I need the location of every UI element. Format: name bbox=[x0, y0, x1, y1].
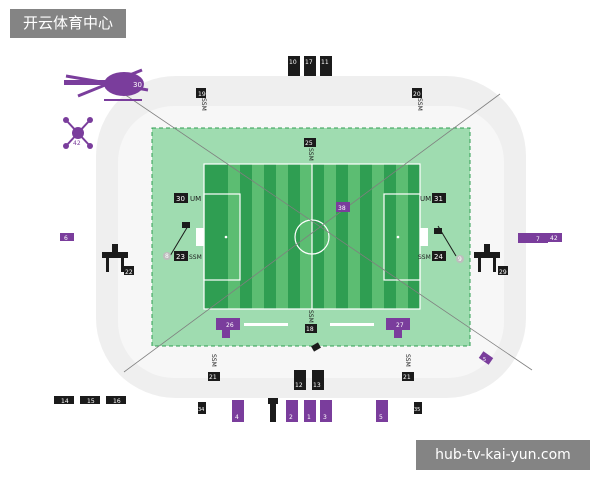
center-top-ssm-camera-icon: 25 SSM bbox=[304, 138, 316, 161]
top-right-ssm-tag: SSM bbox=[416, 98, 423, 111]
bottom-purple-label-1: 2 bbox=[289, 414, 293, 421]
rail-left bbox=[244, 323, 288, 326]
pitch bbox=[196, 163, 428, 310]
bottom-small-black-cameras: 34 35 bbox=[198, 398, 422, 422]
drone-icon: 42 bbox=[63, 117, 93, 149]
top-right-ssm-camera-icon: 20 SSM bbox=[412, 88, 423, 111]
bottom-black-small-label-1: 35 bbox=[414, 407, 420, 413]
bottom-left-row-label-2: 16 bbox=[113, 398, 121, 405]
left-goal-camera-icon: 8 bbox=[163, 222, 190, 260]
bottom-center-pair-label-0: 12 bbox=[295, 382, 303, 389]
right-side-camera-icon: 7 42 bbox=[518, 233, 562, 243]
left-side-camera-icon: 6 bbox=[60, 233, 74, 242]
top-group-label-2: 11 bbox=[321, 59, 329, 66]
left-ssm-tag: SSM bbox=[189, 254, 202, 261]
diagonal-line bbox=[123, 93, 533, 371]
center-top-ssm-tag: SSM bbox=[307, 148, 314, 161]
left-um-camera-icon: 30 UM bbox=[174, 193, 201, 203]
drone-label: 42 bbox=[73, 140, 81, 147]
helicopter-label: 30 bbox=[133, 81, 142, 89]
bottom-center-camera-pair-icon: 12 13 bbox=[294, 370, 324, 390]
right-goal-camera-icon: 9 bbox=[434, 225, 464, 263]
top-group-label-1: 17 bbox=[305, 59, 313, 66]
bottom-left-ssm-tag: SSM bbox=[210, 354, 217, 367]
bottom-purple-label-2: 1 bbox=[307, 414, 311, 421]
left-tower-camera-icon: 22 bbox=[102, 244, 134, 276]
center-bottom-ssm-label: 18 bbox=[306, 326, 314, 333]
bottom-left-row-label-1: 15 bbox=[87, 398, 95, 405]
diagonal-line bbox=[123, 93, 501, 373]
right-um-camera-icon: UM 31 bbox=[420, 193, 446, 203]
center-camera-label: 38 bbox=[338, 205, 346, 212]
bottom-black-small-label-0: 34 bbox=[198, 407, 204, 413]
left-rail-camera-label: 26 bbox=[226, 322, 234, 329]
left-rail-camera-icon: 26 bbox=[216, 318, 240, 338]
right-um-tag: UM bbox=[420, 195, 431, 203]
bottom-left-row-label-0: 14 bbox=[61, 398, 69, 405]
center-bottom-ssm-tag: SSM bbox=[307, 310, 314, 323]
corner-camera-icon: 5 bbox=[478, 351, 494, 365]
right-rail-camera-label: 27 bbox=[396, 322, 404, 329]
bottom-center-pair-label-1: 13 bbox=[313, 382, 321, 389]
helicopter-icon: 30 bbox=[64, 68, 149, 101]
right-um-label: 31 bbox=[434, 195, 443, 203]
left-tower-label: 22 bbox=[125, 269, 133, 276]
bottom-right-ssm-tag: SSM bbox=[404, 354, 411, 367]
right-tower-label: 29 bbox=[499, 269, 507, 276]
top-camera-group-icon: 10 17 11 bbox=[288, 56, 332, 76]
bottom-right-ssm-camera-icon: SSM 21 bbox=[402, 354, 414, 381]
right-rail-camera-icon: 27 bbox=[386, 318, 410, 338]
watermark-top: 开云体育中心 bbox=[10, 9, 126, 38]
left-goal-camera-label: 8 bbox=[165, 253, 169, 260]
bottom-right-ssm-label: 21 bbox=[403, 374, 411, 381]
top-right-ssm-label: 20 bbox=[413, 91, 421, 98]
right-tower-camera-icon: 29 bbox=[474, 244, 508, 276]
right-side-camera-label: 7 bbox=[536, 236, 540, 243]
top-left-ssm-label: 19 bbox=[198, 91, 206, 98]
right-ssm-label: 24 bbox=[434, 253, 443, 261]
right-ssm-camera-icon: SSM 24 bbox=[418, 251, 446, 261]
corner-camera-label: 5 bbox=[483, 357, 486, 363]
center-bottom-ssm-camera-icon: SSM 18 bbox=[305, 310, 321, 352]
bottom-purple-label-0: 4 bbox=[235, 414, 239, 421]
right-goal-camera-label: 9 bbox=[458, 256, 462, 263]
bottom-purple-camera-row: 4 2 1 3 5 bbox=[232, 400, 388, 422]
bottom-left-ssm-camera-icon: SSM 21 bbox=[208, 354, 220, 381]
top-group-label-0: 10 bbox=[289, 59, 297, 66]
bottom-left-camera-row: 14 15 16 bbox=[54, 396, 126, 405]
bottom-purple-label-3: 3 bbox=[323, 414, 327, 421]
bottom-left-ssm-label: 21 bbox=[209, 374, 217, 381]
left-side-camera-label: 6 bbox=[64, 235, 68, 242]
rail-right bbox=[330, 323, 374, 326]
left-ssm-camera-icon: 23 SSM bbox=[174, 251, 202, 261]
top-left-ssm-tag: SSM bbox=[200, 98, 207, 111]
left-um-tag: UM bbox=[190, 195, 201, 203]
bottom-purple-label-4: 5 bbox=[379, 414, 383, 421]
right-side-camera-label-b: 42 bbox=[550, 235, 558, 242]
right-ssm-tag: SSM bbox=[418, 254, 431, 261]
watermark-bottom: hub-tv-kai-yun.com bbox=[416, 440, 590, 470]
center-camera-icon: 38 bbox=[336, 202, 350, 212]
left-ssm-label: 23 bbox=[176, 253, 185, 261]
top-left-ssm-camera-icon: 19 SSM bbox=[196, 88, 207, 111]
left-um-label: 30 bbox=[176, 195, 185, 203]
center-top-ssm-label: 25 bbox=[305, 140, 313, 147]
